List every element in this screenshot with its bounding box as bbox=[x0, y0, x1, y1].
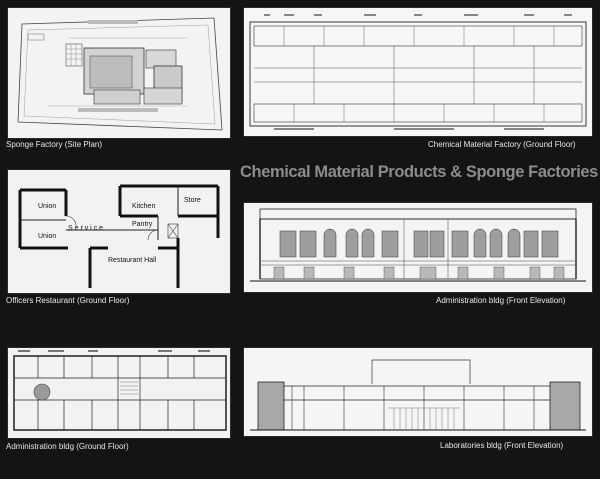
admin-front-elevation bbox=[244, 203, 592, 292]
label-store: Store bbox=[184, 197, 201, 204]
page-heading: Chemical Material Products & Sponge Fact… bbox=[240, 163, 598, 181]
caption-officers-restaurant: Officers Restaurant (Ground Floor) bbox=[6, 296, 130, 305]
admin-ground-floor-plan bbox=[8, 348, 230, 438]
label-service: S e r v i c e bbox=[68, 225, 103, 232]
site-plan-drawing bbox=[8, 8, 230, 138]
label-pantry: Pantry bbox=[132, 221, 153, 228]
caption-chemical-factory: Chemical Material Factory (Ground Floor) bbox=[428, 140, 576, 149]
caption-admin-elevation: Administration bldg (Front Elevation) bbox=[436, 296, 566, 305]
caption-sponge-factory: Sponge Factory (Site Plan) bbox=[6, 140, 103, 149]
label-union-bottom: Union bbox=[38, 233, 56, 240]
laboratories-front-elevation bbox=[244, 348, 592, 436]
label-restaurant-hall: Restaurant Hall bbox=[108, 257, 157, 264]
label-union-top: Union bbox=[38, 203, 56, 210]
officers-restaurant-plan: Union Union Kitchen Store Pantry S e r v… bbox=[8, 170, 230, 293]
caption-laboratories-elevation: Laboratories bldg (Front Elevation) bbox=[440, 441, 564, 450]
caption-admin-ground-floor: Administration bldg (Ground Floor) bbox=[6, 442, 129, 451]
label-kitchen: Kitchen bbox=[132, 203, 155, 210]
chemical-factory-plan bbox=[244, 8, 592, 136]
